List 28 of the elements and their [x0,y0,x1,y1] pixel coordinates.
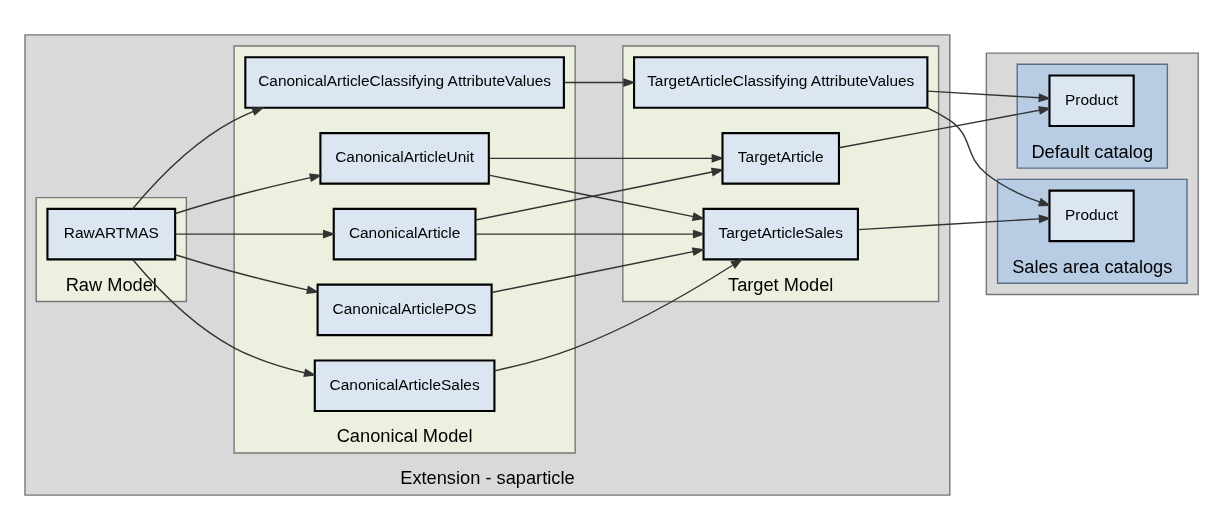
node-box: CanonicalArticle [332,207,477,261]
arrow [131,107,265,210]
arrow [488,153,725,163]
arrow [488,174,706,221]
arrow [857,214,1052,231]
node-box: CanonicalArticleClassifying AttributeValues [244,56,565,109]
arrow [475,229,706,239]
node-box: RawARTMAS [46,207,177,261]
arrow [174,254,320,295]
node-box: TargetArticleClassifying AttributeValues [633,56,929,109]
arrow [838,106,1052,149]
arrow [131,258,317,378]
node-box: CanonicalArticlePOS [316,283,493,337]
arrow [174,173,323,215]
arrow [926,90,1052,103]
arrow [563,78,636,87]
arrow [926,107,1052,207]
node-box: CanonicalArticleUnit [319,132,490,185]
arrow [475,167,725,221]
node-box: Product [1048,74,1135,128]
node-box: TargetArticleSales [702,207,859,261]
node-box: Product [1048,189,1135,243]
cluster [985,52,1199,296]
node-box: CanonicalArticleSales [313,359,496,412]
arrow [494,258,744,372]
arrow [490,247,706,294]
arrow [174,229,336,239]
node-box: TargetArticle [721,132,841,185]
